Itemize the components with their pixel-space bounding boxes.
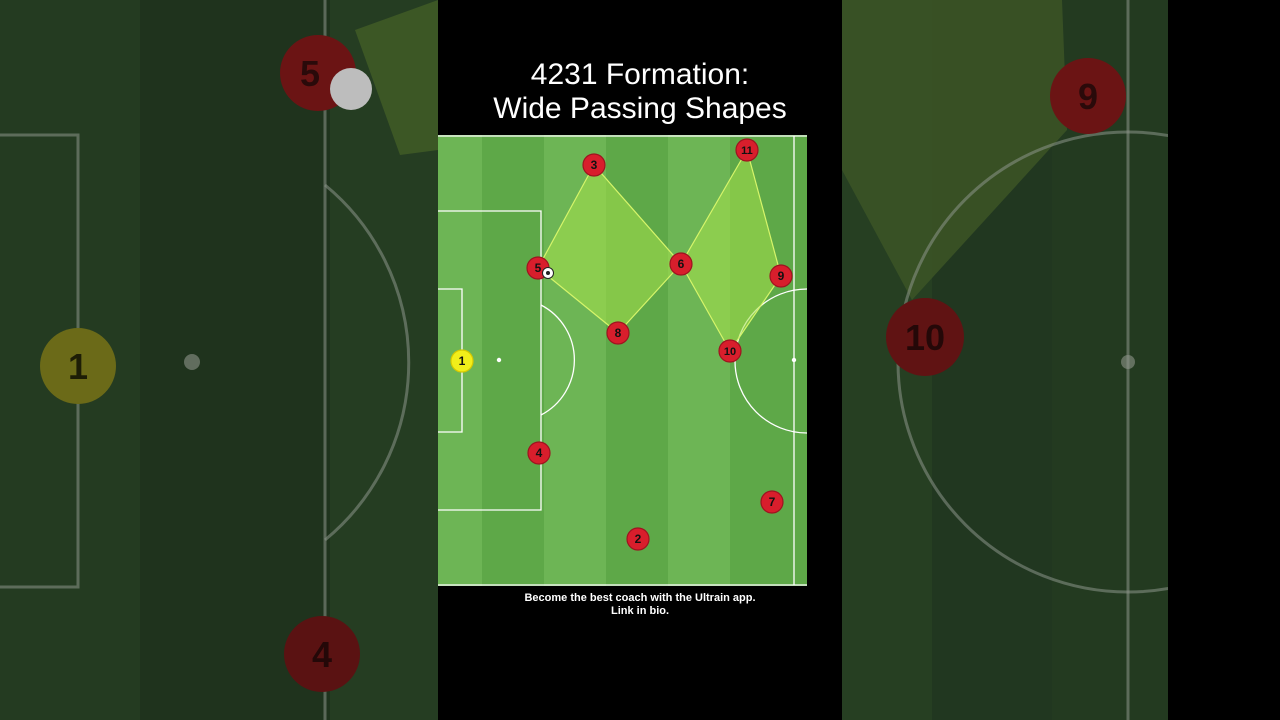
players: 1 2 3 4 5 6 7 8 9 10 11 xyxy=(450,138,793,551)
player-number: 7 xyxy=(769,495,776,509)
player-number: 3 xyxy=(591,158,598,172)
page-title: 4231 Formation: Wide Passing Shapes xyxy=(438,58,842,126)
promo-caption: Become the best coach with the Ultrain a… xyxy=(438,592,842,618)
player-marker xyxy=(669,252,693,276)
player-marker xyxy=(626,527,650,551)
player-6: 6 xyxy=(669,252,693,276)
background-player-10: 10 xyxy=(886,298,964,376)
background-soccer-ball-icon xyxy=(330,68,372,110)
player-marker xyxy=(450,349,474,373)
right-letterbox xyxy=(1168,0,1280,720)
background-right-blurred-pitch: 9 10 xyxy=(842,0,1168,720)
player-number: 5 xyxy=(535,261,542,275)
player-marker xyxy=(769,264,793,288)
player-number: 11 xyxy=(741,145,753,157)
player-7: 7 xyxy=(760,490,784,514)
player-11: 11 xyxy=(735,138,759,162)
player-marker xyxy=(606,321,630,345)
player-marker xyxy=(760,490,784,514)
player-8: 8 xyxy=(606,321,630,345)
player-number: 10 xyxy=(724,346,736,358)
player-10: 10 xyxy=(718,339,742,363)
player-1: 1 xyxy=(450,349,474,373)
background-player-number: 9 xyxy=(1077,76,1099,117)
tactics-pitch: 1 2 3 4 5 6 7 8 9 10 11 xyxy=(438,135,808,586)
penalty-area xyxy=(438,210,542,511)
player-number: 1 xyxy=(459,354,466,368)
player-9: 9 xyxy=(769,264,793,288)
title-line-2: Wide Passing Shapes xyxy=(493,92,787,125)
player-number: 4 xyxy=(536,446,543,460)
background-player-number: 5 xyxy=(299,53,321,94)
center-spot xyxy=(791,357,797,363)
player-marker xyxy=(527,441,551,465)
caption-line-1: Become the best coach with the Ultrain a… xyxy=(524,592,756,604)
player-marker xyxy=(582,153,606,177)
background-player-4: 4 xyxy=(284,616,360,692)
player-marker xyxy=(735,138,759,162)
soccer-ball-patch xyxy=(546,271,550,275)
background-left-blurred-pitch: 5 1 4 xyxy=(0,0,438,720)
background-player-9: 9 xyxy=(1050,58,1126,134)
player-3: 3 xyxy=(582,153,606,177)
player-number: 6 xyxy=(678,257,685,271)
player-number: 9 xyxy=(778,269,785,283)
background-player-number: 10 xyxy=(904,317,946,358)
penalty-spot xyxy=(496,357,502,363)
background-player-number: 1 xyxy=(67,346,89,387)
background-player-number: 4 xyxy=(311,634,333,675)
player-number: 8 xyxy=(615,326,622,340)
player-marker xyxy=(718,339,742,363)
caption-line-2: Link in bio. xyxy=(610,605,670,617)
pitch-stripe xyxy=(482,135,544,586)
player-2: 2 xyxy=(626,527,650,551)
player-number: 2 xyxy=(635,532,642,546)
player-4: 4 xyxy=(527,441,551,465)
penalty-arc xyxy=(540,304,575,416)
background-player-1: 1 xyxy=(40,328,116,404)
title-line-1: 4231 Formation: xyxy=(530,58,750,91)
video-frame: 4231 Formation: Wide Passing Shapes xyxy=(438,0,842,720)
player-5: 5 xyxy=(526,256,554,280)
